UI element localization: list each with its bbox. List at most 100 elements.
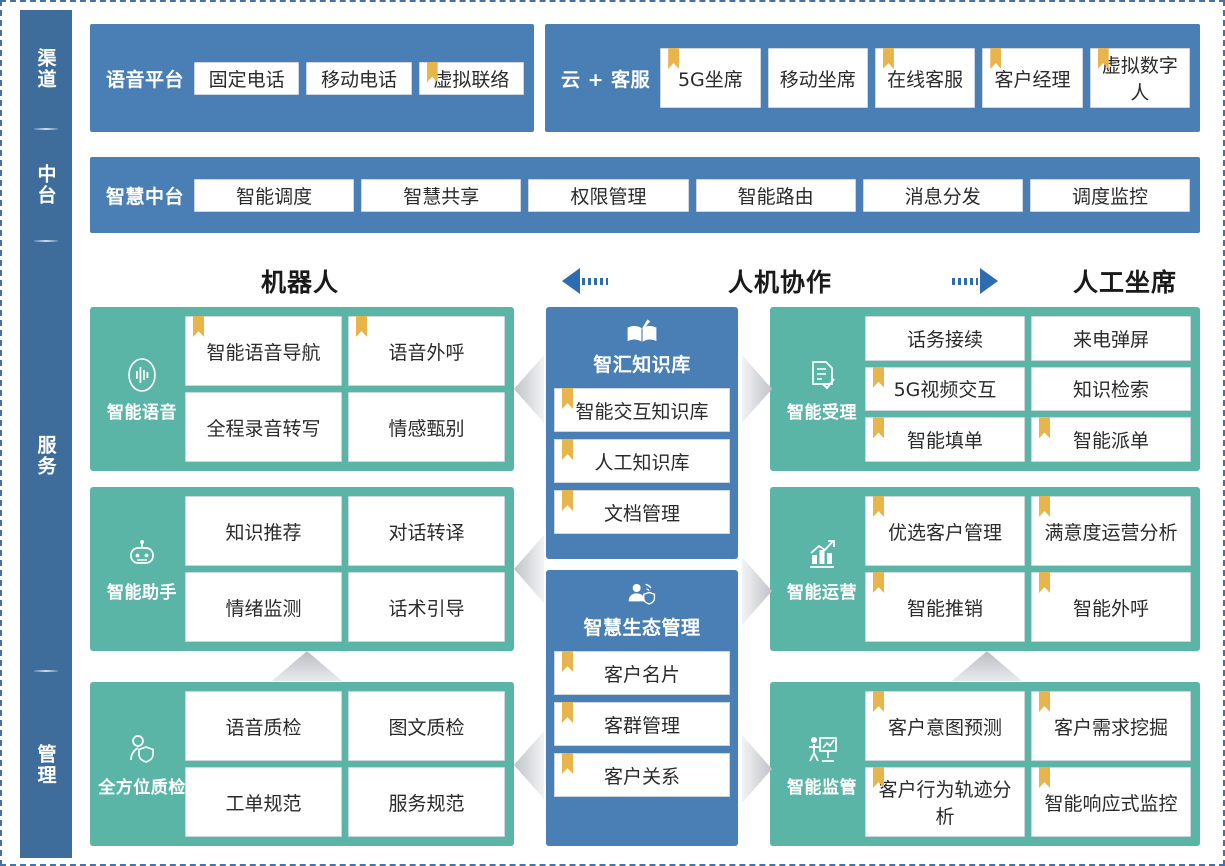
card-smart-routing[interactable]: 智能路由	[695, 178, 856, 212]
card-customer-behavior-analysis[interactable]: 客户行为轨迹分析	[865, 767, 1025, 837]
card-message-distribution[interactable]: 消息分发	[862, 178, 1023, 212]
card-customer-demand-mining[interactable]: 客户需求挖掘	[1031, 691, 1191, 761]
card-text-image-quality-inspection[interactable]: 图文质检	[348, 691, 505, 761]
card-label: 智能推销	[906, 597, 983, 620]
card-5g-seat[interactable]: 5G坐席	[660, 48, 761, 108]
card-work-order-standard[interactable]: 工单规范	[185, 767, 342, 837]
card-dispatch-monitoring[interactable]: 调度监控	[1029, 178, 1191, 212]
card-customer-relationship[interactable]: 客户关系	[554, 753, 730, 797]
card-knowledge-retrieval[interactable]: 知识检索	[1031, 366, 1191, 412]
card-label: 语音质检	[225, 716, 302, 739]
panel-title: 智能受理	[787, 403, 857, 423]
mode-header: 机器人 人机协作 人工坐席	[90, 257, 1200, 305]
dashed-line-icon	[952, 277, 978, 285]
card-mobile-seat[interactable]: 移动坐席	[767, 48, 868, 108]
card-smart-dispatch[interactable]: 智能调度	[194, 178, 355, 212]
middle-platform-band: 智慧中台 智能调度 智慧共享 权限管理 智能路由 消息分发 调度监控	[90, 157, 1200, 233]
card-label: 全程录音转写	[206, 417, 321, 440]
cloud-service-band: 云 + 客服 5G坐席 移动坐席 在线客服 客户经理 虚拟数字人	[545, 24, 1200, 132]
ecosystem-user-icon	[628, 583, 656, 605]
card-label: 来电弹屏	[1072, 328, 1149, 351]
presentation-person-icon	[809, 737, 837, 762]
panel-title: 智慧生态管理	[583, 617, 701, 639]
card-permission-management[interactable]: 权限管理	[528, 178, 689, 212]
card-label: 移动电话	[321, 68, 398, 91]
sidebar-item-platform[interactable]: 中台	[20, 130, 72, 240]
panel-cards: 优选客户管理 满意度运营分析 智能推销 智能外呼	[865, 496, 1191, 642]
sidebar-item-channel[interactable]: 渠道	[20, 10, 72, 128]
card-customer-profile[interactable]: 客户名片	[554, 651, 730, 695]
card-customer-group-management[interactable]: 客群管理	[554, 702, 730, 746]
card-label: 智慧共享	[403, 185, 480, 208]
voice-platform-title: 语音平台	[106, 68, 185, 91]
arrow-to-agent	[900, 268, 1050, 294]
triangle-left-icon	[562, 268, 580, 294]
card-incoming-call-popup[interactable]: 来电弹屏	[1031, 316, 1191, 361]
card-label: 智能调度	[236, 185, 313, 208]
middle-platform-cards: 智能调度 智慧共享 权限管理 智能路由 消息分发 调度监控	[194, 178, 1191, 212]
panel-ecosystem-management: 智慧生态管理 客户名片 客群管理 客户关系	[546, 570, 738, 846]
body-grid: 智能语音 智能语音导航 语音外呼 全程录音转写 情感甄别	[90, 307, 1200, 855]
card-label: 5G坐席	[677, 68, 743, 91]
card-voice-quality-inspection[interactable]: 语音质检	[185, 691, 342, 761]
card-smart-marketing[interactable]: 智能推销	[865, 572, 1025, 642]
robot-icon	[130, 540, 154, 564]
connector-arrow-right-1	[738, 351, 772, 427]
panel-smart-voice: 智能语音 智能语音导航 语音外呼 全程录音转写 情感甄别	[90, 307, 514, 471]
sidebar-item-label: 渠道	[34, 48, 57, 90]
card-script-guidance[interactable]: 话术引导	[348, 572, 505, 642]
card-smart-form-filling[interactable]: 智能填单	[865, 417, 1025, 462]
card-label: 消息分发	[904, 185, 981, 208]
card-label: 工单规范	[225, 792, 302, 815]
card-online-service[interactable]: 在线客服	[874, 48, 976, 108]
panel-title: 智能助手	[107, 583, 177, 603]
card-dialogue-translation[interactable]: 对话转译	[348, 496, 505, 566]
voice-platform-cards: 固定电话 移动电话 虚拟联络	[194, 61, 524, 95]
card-label: 知识检索	[1072, 379, 1149, 402]
card-document-management[interactable]: 文档管理	[554, 490, 730, 534]
card-label: 虚拟联络	[433, 68, 510, 91]
card-customer-intent-prediction[interactable]: 客户意图预测	[865, 691, 1025, 761]
card-smart-responsive-monitoring[interactable]: 智能响应式监控	[1031, 767, 1191, 837]
card-satisfaction-operation-analysis[interactable]: 满意度运营分析	[1031, 496, 1191, 566]
card-manual-kb[interactable]: 人工知识库	[554, 439, 730, 483]
card-service-standard[interactable]: 服务规范	[348, 767, 505, 837]
card-smart-order-dispatch[interactable]: 智能派单	[1031, 417, 1191, 462]
card-label: 优选客户管理	[887, 521, 1002, 544]
card-5g-video-interaction[interactable]: 5G视频交互	[865, 366, 1025, 412]
card-label: 图文质检	[388, 716, 465, 739]
sidebar-item-label: 中台	[34, 164, 57, 206]
panel-header: 智汇知识库	[554, 315, 730, 381]
card-call-connection[interactable]: 话务接续	[865, 316, 1025, 361]
middle-platform-title: 智慧中台	[106, 185, 185, 208]
sidebar-item-service[interactable]: 服务	[20, 242, 72, 670]
card-smart-share[interactable]: 智慧共享	[361, 178, 522, 212]
card-smart-voice-navigation[interactable]: 智能语音导航	[185, 316, 342, 386]
card-label: 话术引导	[388, 597, 465, 620]
card-preferred-customer-management[interactable]: 优选客户管理	[865, 496, 1025, 566]
sidebar-divider-3	[34, 670, 58, 672]
sidebar-item-management[interactable]: 管理	[20, 672, 72, 858]
panel-header: 智能运营	[779, 535, 865, 603]
card-label: 固定电话	[208, 68, 285, 91]
card-voice-outbound[interactable]: 语音外呼	[348, 316, 505, 386]
card-full-recording-transcription[interactable]: 全程录音转写	[185, 392, 342, 462]
card-label: 满意度运营分析	[1044, 521, 1178, 544]
card-smart-outbound[interactable]: 智能外呼	[1031, 572, 1191, 642]
card-smart-interactive-kb[interactable]: 智能交互知识库	[554, 388, 730, 432]
card-knowledge-recommendation[interactable]: 知识推荐	[185, 496, 342, 566]
card-emotion-monitoring[interactable]: 情绪监测	[185, 572, 342, 642]
card-mobile-phone[interactable]: 移动电话	[306, 61, 412, 95]
open-book-icon	[627, 319, 657, 342]
connector-arrow-up-left	[270, 651, 344, 681]
card-virtual-human[interactable]: 虚拟数字人	[1089, 48, 1191, 108]
card-emotion-discrimination[interactable]: 情感甄别	[348, 392, 505, 462]
card-virtual-contact[interactable]: 虚拟联络	[418, 61, 524, 95]
panel-header: 智能受理	[779, 355, 865, 423]
card-label: 对话转译	[388, 521, 465, 544]
panel-smart-supervision: 智能监管 客户意图预测 客户需求挖掘 客户行为轨迹分析 智能响应式监控	[770, 682, 1200, 846]
sidebar-divider-2	[34, 240, 58, 242]
panel-cards: 语音质检 图文质检 工单规范 服务规范	[185, 691, 505, 837]
card-account-manager[interactable]: 客户经理	[982, 48, 1083, 108]
card-fixed-phone[interactable]: 固定电话	[194, 61, 300, 95]
